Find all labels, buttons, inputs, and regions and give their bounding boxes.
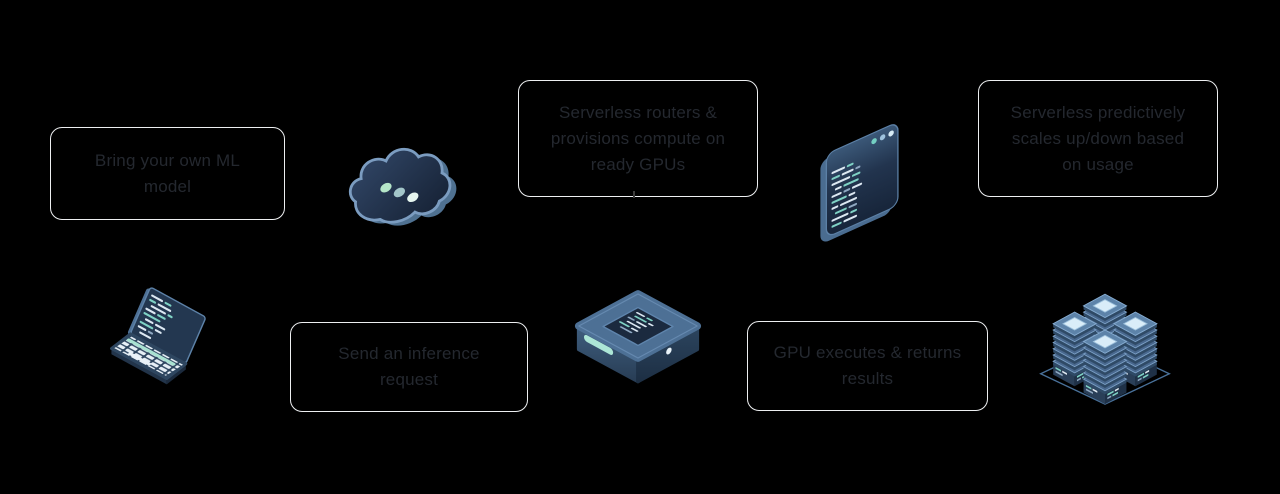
cloud-icon-wrap — [345, 142, 457, 240]
connector-stub — [633, 191, 635, 198]
cloud-icon — [348, 148, 457, 226]
step-label: Serverless routers & provisions compute … — [550, 102, 726, 174]
terminal-window-icon-wrap — [816, 120, 910, 242]
step-label: Send an inference request — [338, 344, 480, 389]
terminal-face — [820, 124, 899, 242]
keyboard-accent-bar — [126, 338, 176, 366]
step-label: Serverless predictively scales up/down b… — [1010, 102, 1186, 174]
gpu-code-lines — [618, 312, 654, 334]
step-box-serverless-routers: Serverless routers & provisions compute … — [518, 80, 758, 197]
terminal-code-lines — [831, 162, 863, 228]
laptop-icon — [110, 287, 206, 385]
screen-code-lines — [137, 294, 173, 340]
laptop-icon-wrap — [100, 267, 224, 391]
step-box-bring-model: Bring your own ML model — [50, 127, 285, 220]
terminal-window-icon — [820, 124, 899, 242]
step-box-send-request: Send an inference request — [290, 322, 528, 412]
laptop-keyboard — [110, 332, 188, 385]
gpu-chip-icon — [574, 290, 702, 384]
gpu-chip-icon-wrap — [573, 288, 703, 397]
cloud-dots — [380, 182, 419, 203]
gpu-power-dot — [666, 347, 672, 355]
server-tower-front — [1084, 330, 1127, 404]
server-racks-icon-wrap — [1038, 279, 1172, 406]
server-racks-icon — [1039, 279, 1171, 405]
step-label: Bring your own ML model — [94, 150, 241, 196]
step-box-gpu-execute: GPU executes & returns results — [747, 321, 988, 411]
window-dots — [871, 130, 894, 145]
step-label: GPU executes & returns results — [773, 343, 962, 388]
step-box-predictive-scaling: Serverless predictively scales up/down b… — [978, 80, 1218, 197]
gpu-accent-bar — [583, 334, 614, 355]
cloud-body — [348, 148, 457, 226]
gpu-top-face — [574, 290, 702, 362]
spacebar-key — [128, 352, 152, 366]
